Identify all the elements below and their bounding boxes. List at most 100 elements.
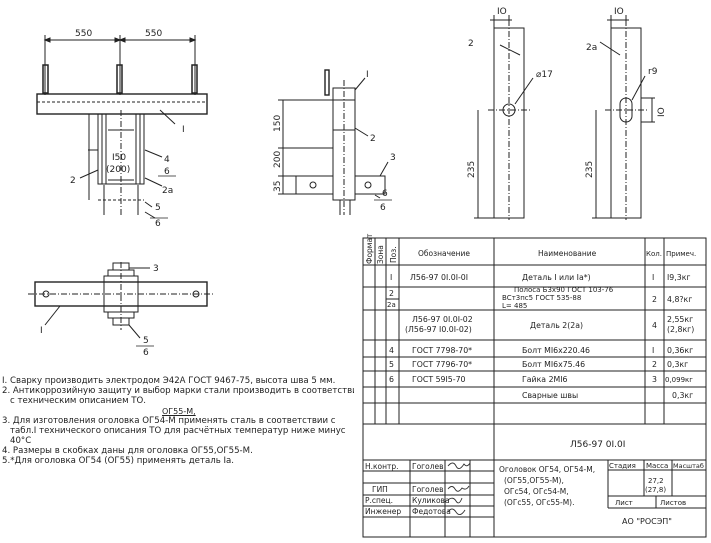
dim-i200: (200) (106, 165, 130, 175)
label-5: 5 (155, 203, 161, 213)
dim-10-top-a: IO (497, 7, 507, 17)
svg-text:Сварные швы: Сварные швы (522, 391, 578, 400)
svg-text:I: I (652, 273, 654, 282)
side-view (278, 69, 389, 215)
spec-header-format: Формат (365, 233, 374, 264)
note-3b: табл.I технического описания ТО для расч… (10, 425, 346, 436)
dim-550-right: 550 (145, 29, 162, 39)
title-line-1: Оголовок ОГ54, ОГ54-М, (499, 465, 595, 474)
label-I-front: I (182, 125, 185, 135)
label-2-front: 2 (70, 176, 76, 186)
role-2: ГИП (372, 485, 388, 494)
table-row: I Л56-97 0I.0I-0I Деталь I или Iа*) I I9… (390, 273, 691, 282)
plan-view (28, 262, 215, 339)
spec-header-designation: Обозначение (418, 249, 470, 258)
detail-2a-view (592, 15, 655, 220)
svg-text:2: 2 (389, 289, 394, 298)
dim-10-top-b: IO (614, 7, 624, 17)
label-5-plan: 5 (143, 336, 149, 346)
mass-label: Масса (646, 462, 668, 470)
svg-text:2а: 2а (387, 301, 396, 309)
svg-text:0,099кг: 0,099кг (665, 376, 693, 384)
stage-label: Стадия (609, 462, 636, 470)
dim-235-a: 235 (467, 161, 477, 178)
spec-header-qty: Кол. (646, 250, 662, 258)
label-3-side: 3 (390, 153, 396, 163)
svg-text:Деталь I или Iа*): Деталь I или Iа*) (522, 273, 591, 282)
signatures (447, 462, 471, 515)
title-line-2: (ОГ55,ОГ55-М), (504, 476, 564, 485)
label-I-side: I (366, 70, 369, 80)
label-6-d: 6 (380, 203, 386, 213)
svg-text:2,55кг: 2,55кг (667, 315, 693, 324)
spec-header-note: Примеч. (666, 250, 696, 258)
svg-text:(2,8кг): (2,8кг) (667, 325, 694, 334)
svg-text:6: 6 (389, 375, 394, 384)
svg-text:3: 3 (652, 375, 657, 384)
svg-text:ВСт3пс5 ГОСТ 535-88: ВСт3пс5 ГОСТ 535-88 (502, 294, 581, 302)
dim-35: 35 (273, 181, 283, 192)
label-6-b: 6 (155, 219, 161, 229)
table-row: Л56-97 0I.0I-02 (Л56-97 I0.0I-02) Деталь… (405, 315, 694, 334)
person-3: Куликова (412, 496, 450, 505)
svg-text:Гайка 2МI6: Гайка 2МI6 (522, 375, 568, 384)
notes-block: I. Сварку производить электродом Э42А ГО… (2, 376, 354, 467)
label-3-plan: 3 (153, 264, 159, 274)
signature-3 (447, 497, 463, 504)
label-2a-front: 2а (162, 186, 173, 196)
note-5: 5.*Для оголовка ОГ54 (ОГ55) применять де… (2, 456, 235, 467)
table-row: 4 ГОСТ 7798-70* Болт МI6х220.46 I 0,36кг (389, 346, 693, 355)
title-line-3: ОГс54, ОГс54-М, (504, 487, 569, 496)
svg-text:Л56-97 0I.0I-0I: Л56-97 0I.0I-0I (410, 273, 468, 282)
note-3c: 40°С (10, 436, 32, 447)
svg-text:ГОСТ 59I5-70: ГОСТ 59I5-70 (412, 375, 466, 384)
dim-200: 200 (273, 151, 283, 168)
mass-value-2: (27,8) (645, 486, 666, 494)
svg-text:5: 5 (389, 360, 394, 369)
note-1: I. Сварку производить электродом Э42А ГО… (2, 376, 336, 386)
label-2a-detail: 2а (586, 43, 597, 53)
svg-text:0,3кг: 0,3кг (672, 391, 693, 400)
label-4: 4 (164, 155, 170, 165)
svg-text:2: 2 (652, 295, 657, 304)
sheet-label: Лист (615, 499, 633, 507)
spec-rows: I Л56-97 0I.0I-0I Деталь I или Iа*) I I9… (387, 273, 694, 400)
svg-text:0,3кг: 0,3кг (667, 360, 688, 369)
label-2-side: 2 (370, 134, 376, 144)
note-4: 4. Размеры в скобках даны для оголовка О… (2, 446, 253, 457)
label-6-plan: 6 (143, 348, 149, 358)
label-6-a: 6 (164, 167, 170, 177)
table-row: Сварные швы 0,3кг (522, 391, 693, 400)
label-2-detail: 2 (468, 39, 474, 49)
svg-text:ГОСТ 7796-70*: ГОСТ 7796-70* (412, 360, 472, 369)
svg-text:ГОСТ 7798-70*: ГОСТ 7798-70* (412, 346, 472, 355)
dim-i50: I50 (112, 153, 126, 163)
table-row: 6 ГОСТ 59I5-70 Гайка 2МI6 3 0,099кг (389, 375, 693, 384)
svg-text:4,8?кг: 4,8?кг (667, 295, 692, 304)
dim-10-side: IO (657, 107, 667, 117)
scale-label: Масштаб (673, 462, 704, 470)
role-3: Р.спец. (365, 496, 393, 505)
svg-text:L= 485: L= 485 (502, 302, 527, 310)
dim-235-b: 235 (585, 161, 595, 178)
spec-header-name: Наименование (538, 249, 597, 258)
role-4: Инженер (365, 507, 401, 516)
svg-text:0,36кг: 0,36кг (667, 346, 693, 355)
detail-2-view (474, 15, 534, 220)
spec-header-zone: Зона (376, 245, 385, 264)
doc-number: Л56-97 0I.0I (570, 440, 625, 450)
svg-text:Полоса Б3х90 ГОСТ 103-76: Полоса Б3х90 ГОСТ 103-76 (514, 286, 614, 294)
svg-text:I9,3кг: I9,3кг (667, 273, 691, 282)
svg-text:Болт МI6х75.46: Болт МI6х75.46 (522, 360, 585, 369)
person-2: Гоголев (412, 485, 444, 494)
svg-text:I: I (390, 273, 392, 282)
signature-1 (447, 462, 471, 469)
svg-text:Деталь 2(2а): Деталь 2(2а) (530, 321, 583, 330)
dim-dia-17: ⌀17 (536, 70, 553, 80)
person-4: Федотова (412, 507, 451, 516)
note-2a: 2. Антикоррозийную защиту и выбор марки … (2, 386, 354, 397)
table-row: 2 2а Полоса Б3х90 ГОСТ 103-76 ВСт3пс5 ГО… (387, 286, 692, 310)
org-name: АО "РОСЭП" (622, 517, 672, 526)
svg-text:(Л56-97 I0.0I-02): (Л56-97 I0.0I-02) (405, 325, 472, 334)
